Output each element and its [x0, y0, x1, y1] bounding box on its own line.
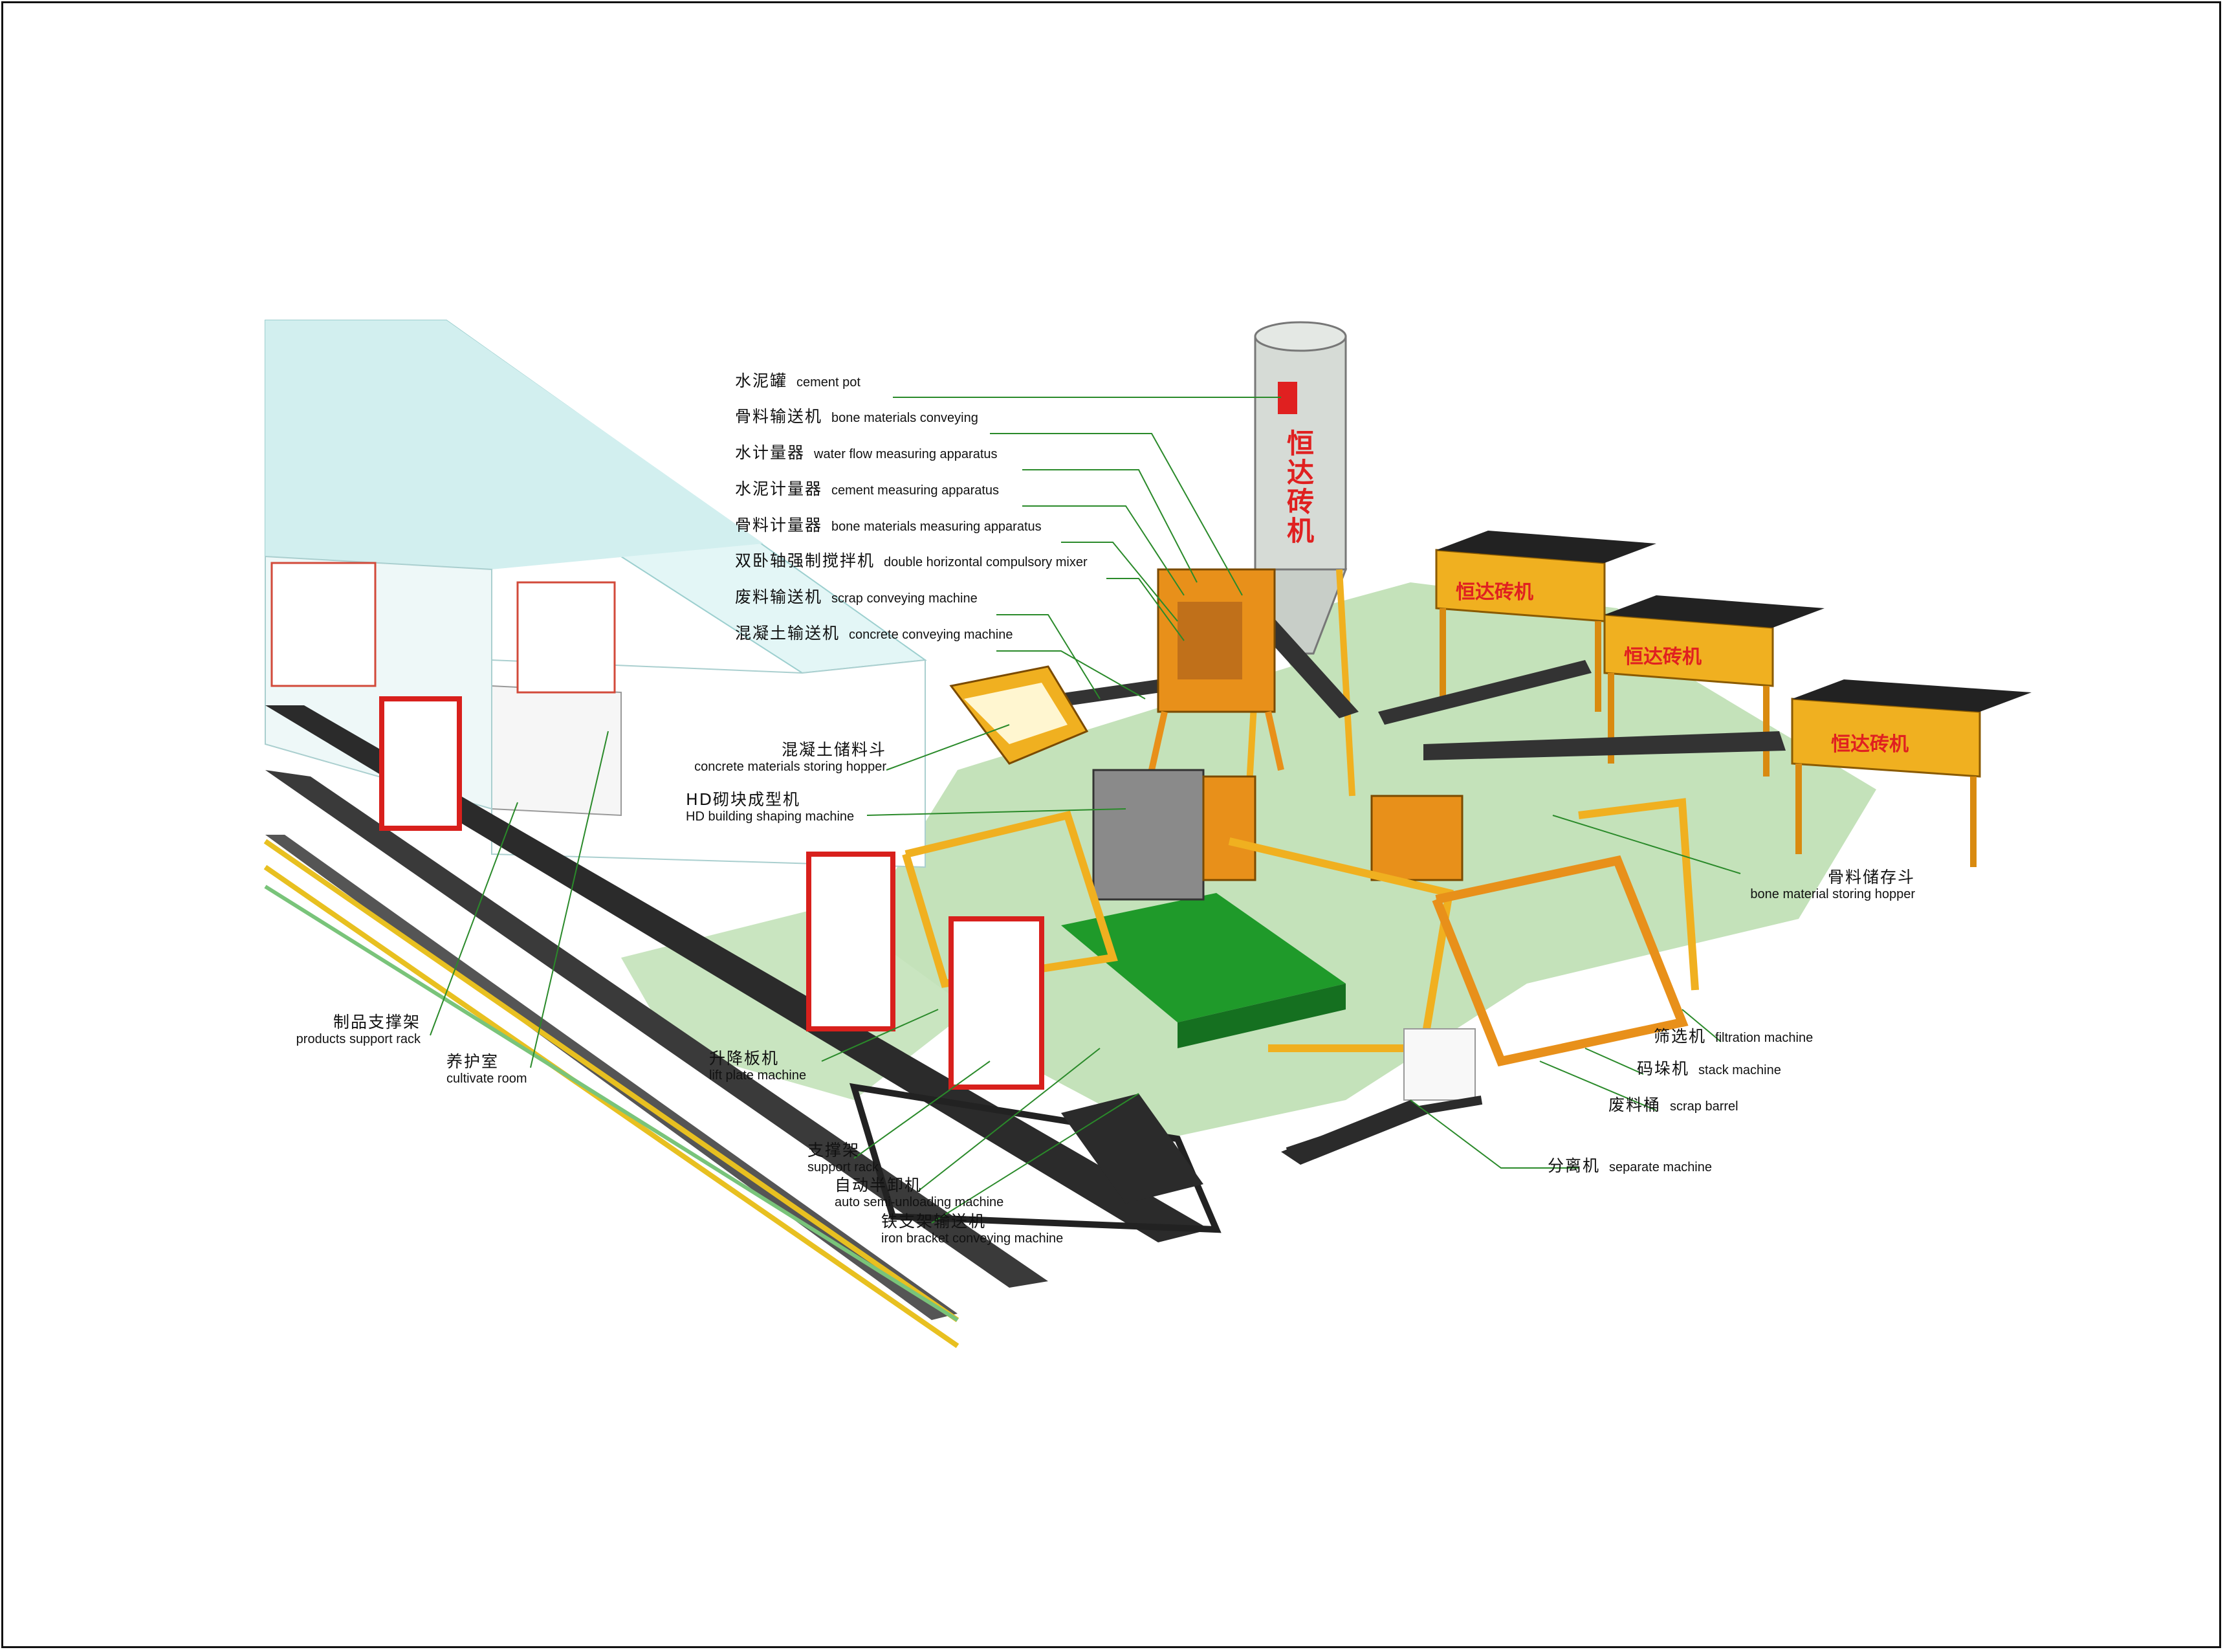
concrete-hopper: [949, 665, 1089, 765]
brand-text-silo: 恒: [1287, 428, 1314, 459]
red-support-racks: [379, 696, 1044, 1090]
mixer-tower: [1148, 568, 1463, 881]
hopper-3: 恒达砖机: [1791, 679, 2032, 867]
shaping-machine: [902, 769, 1454, 1052]
svg-text:砖: 砖: [1287, 486, 1314, 518]
guard-fence: [263, 839, 959, 1349]
scrap-barrel: [1370, 795, 1463, 881]
hopper-2: 恒达砖机: [1603, 595, 1825, 776]
svg-text:恒达砖机: 恒达砖机: [1831, 733, 1909, 756]
green-platform: [1061, 893, 1346, 1048]
svg-text:恒达砖机: 恒达砖机: [1456, 581, 1533, 604]
svg-text:恒达砖机: 恒达砖机: [1624, 646, 1702, 668]
bone-material-hoppers: 恒达砖机 恒达砖机 恒达砖机: [1435, 531, 2032, 867]
lower-conveyor: [1061, 1094, 1430, 1204]
leader-lines: [430, 397, 1741, 1224]
cement-silo: 恒 达 砖 机: [1245, 321, 1355, 797]
svg-text:达: 达: [1287, 457, 1314, 489]
cultivate-room-building: [265, 320, 927, 868]
svg-text:机: 机: [1287, 515, 1314, 547]
